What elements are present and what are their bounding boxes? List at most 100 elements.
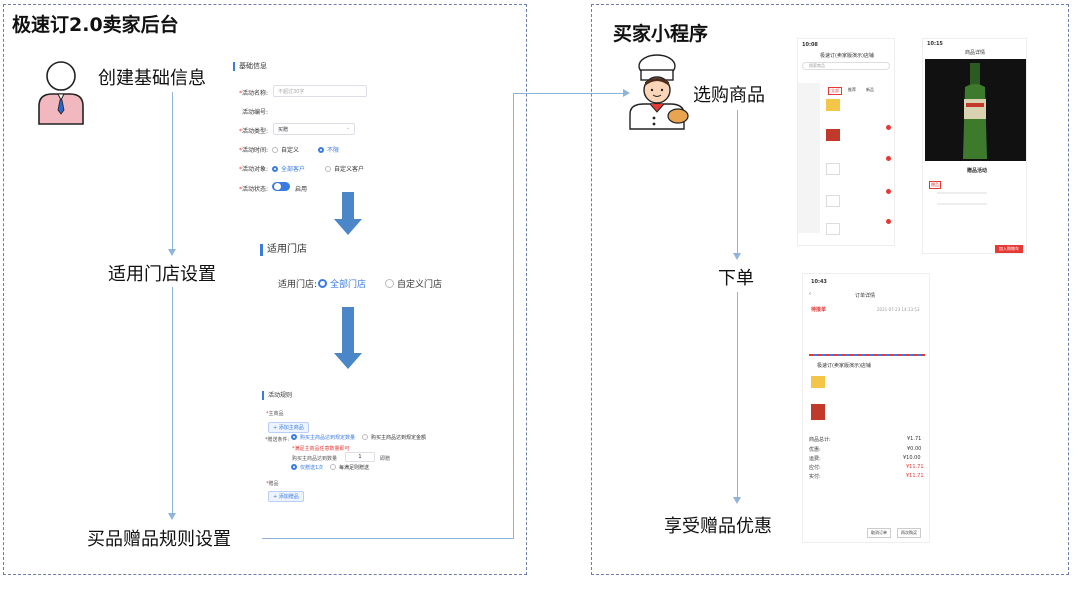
store-label: 适用门店: [278,280,318,290]
add-gift-button[interactable]: + 添加赠品 [268,491,304,502]
cond-amount-radio[interactable]: 购买主商品达到规定金额 [362,434,426,441]
buyer-flow-arrow-2 [733,497,741,504]
seller-step-create-basic: 创建基础信息 [98,68,206,89]
gift-label: *赠品 [266,481,279,487]
activity-type-select[interactable]: 买赠⌄ [273,123,355,135]
order-status: 待接单 [811,307,827,313]
pay-label: 应付: [809,465,821,471]
qty-stepper[interactable]: 1 [345,452,375,462]
seller-avatar-icon [36,60,86,126]
target-all-radio[interactable]: 全部客户 [272,164,305,173]
seller-step-store-setting: 适用门店设置 [108,264,216,285]
connector-line-h [262,538,514,539]
big-arrow-1 [334,192,362,235]
store-custom-radio[interactable]: 自定义门店 [385,277,442,290]
product-photo [925,59,1026,161]
basic-section-title: 基础信息 [233,62,267,71]
buyer-panel [591,4,1069,575]
activity-time-label: *活动时间: [238,147,268,154]
discount-value: ¥0.00 [907,446,922,452]
activity-target-label: *活动对象: [238,166,268,173]
gift-popup-line [937,192,987,194]
phone-shop-screen: 10:08 极速订(卖家版演示)店铺 搜索商品 全部 推荐 新品 [797,38,895,246]
add-cart-icon[interactable] [886,189,891,194]
shop-search-input[interactable]: 搜索商品 [802,62,890,70]
back-icon[interactable]: ‹ [809,291,811,297]
store-all-radio[interactable]: 全部门店 [318,277,366,290]
gift-condition-label: *赠送条件: [265,437,290,443]
rule-section-title: 活动规则 [262,391,292,400]
goods-image [826,195,840,207]
buyer-step-shop: 选购商品 [693,85,765,106]
shop-tab-new[interactable]: 新品 [866,87,874,92]
buyer-panel-title: 买家小程序 [613,23,709,45]
gift-popup-title: 赠品活动 [967,168,988,174]
connector-line-top [513,93,625,94]
gift-once-radio[interactable]: 仅赠送1次 [291,464,323,471]
target-custom-radio[interactable]: 自定义客户 [325,164,364,173]
cancel-order-button[interactable]: 取消订单 [867,528,891,538]
pay-value: ¥11.71 [906,464,924,470]
rebuy-button[interactable]: 再次购买 [897,528,921,538]
chef-avatar-icon [624,52,690,130]
seller-panel-title: 极速订2.0卖家后台 [12,14,179,36]
phone-order-screen: 10:43 ‹ 订单详情 待接单 2021-07-23 14:13:53 极速订… [802,273,930,543]
add-cart-button[interactable]: 加入购物车 [995,245,1023,253]
goods-image [826,223,840,235]
gift-tag: 赠品 [929,181,941,189]
shop-category-sidebar [798,83,820,233]
status-toggle[interactable] [272,182,290,191]
freight-label: 运费: [809,456,821,462]
add-cart-icon[interactable] [886,125,891,130]
buyer-flow-line-1 [737,110,738,255]
detail-title: 商品详情 [965,50,986,56]
goods-image [826,163,840,175]
order-shop-name: 极速订(卖家版演示)店铺 [817,363,871,369]
add-main-goods-button[interactable]: + 添加主商品 [268,422,309,433]
order-title: 订单详情 [855,293,876,299]
subtotal-label: 商品总计: [809,437,831,443]
gift-each-radio[interactable]: 每满足则赠送 [330,464,369,471]
order-date: 2021-07-23 14:13:53 [877,307,920,312]
shop-tab-recommend[interactable]: 推荐 [848,87,856,92]
big-arrow-2 [334,307,362,369]
buyer-flow-arrow-1 [733,253,741,260]
buyer-step-gift: 享受赠品优惠 [664,516,772,537]
activity-status-label: *活动状态: [238,186,268,193]
subtotal-value: ¥1.71 [907,436,922,442]
activity-code-label: 活动编号: [241,109,268,116]
order-goods-image [811,376,825,388]
activity-name-input[interactable]: 不超过30字 [273,85,367,97]
cond-quantity-radio[interactable]: 购买主商品达到规定数量 [291,434,355,441]
seller-flow-arrow-2 [168,513,176,520]
time-custom-radio[interactable]: 自定义 [272,145,299,154]
connector-line-v [513,93,514,539]
shop-name: 极速订(卖家版演示)店铺 [820,53,874,59]
seller-flow-arrow-1 [168,249,176,256]
main-goods-label: *主商品 [266,411,284,417]
address-divider [809,354,925,356]
freight-value: ¥10.00 [903,455,921,461]
seller-flow-line-1 [172,92,173,252]
detail-time: 10:15 [927,41,943,47]
shop-tab-all[interactable]: 全部 [828,87,842,95]
order-time: 10:43 [811,279,827,285]
buyer-step-order: 下单 [718,268,754,289]
goods-image [826,99,840,111]
paid-label: 实付: [809,474,821,480]
seller-flow-line-2 [172,287,173,515]
cond-hint: *满足主商品任意数量即可 [292,446,350,452]
gift-popup-line [937,203,987,205]
buyer-flow-line-2 [737,292,738,498]
add-cart-icon[interactable] [886,156,891,161]
connector-arrow [623,89,630,97]
phone-detail-screen: 10:15 商品详情 赠品活动 赠品 加入购物车 [922,38,1027,254]
order-gift-image [811,404,825,420]
shop-time: 10:08 [802,42,818,48]
time-unlimited-radio[interactable]: 不限 [318,145,339,154]
store-section-title: 适用门店 [260,244,307,256]
status-value: 启用 [295,186,308,193]
activity-type-label: *活动类型: [238,128,268,135]
goods-image [826,129,840,141]
add-cart-icon[interactable] [886,219,891,224]
